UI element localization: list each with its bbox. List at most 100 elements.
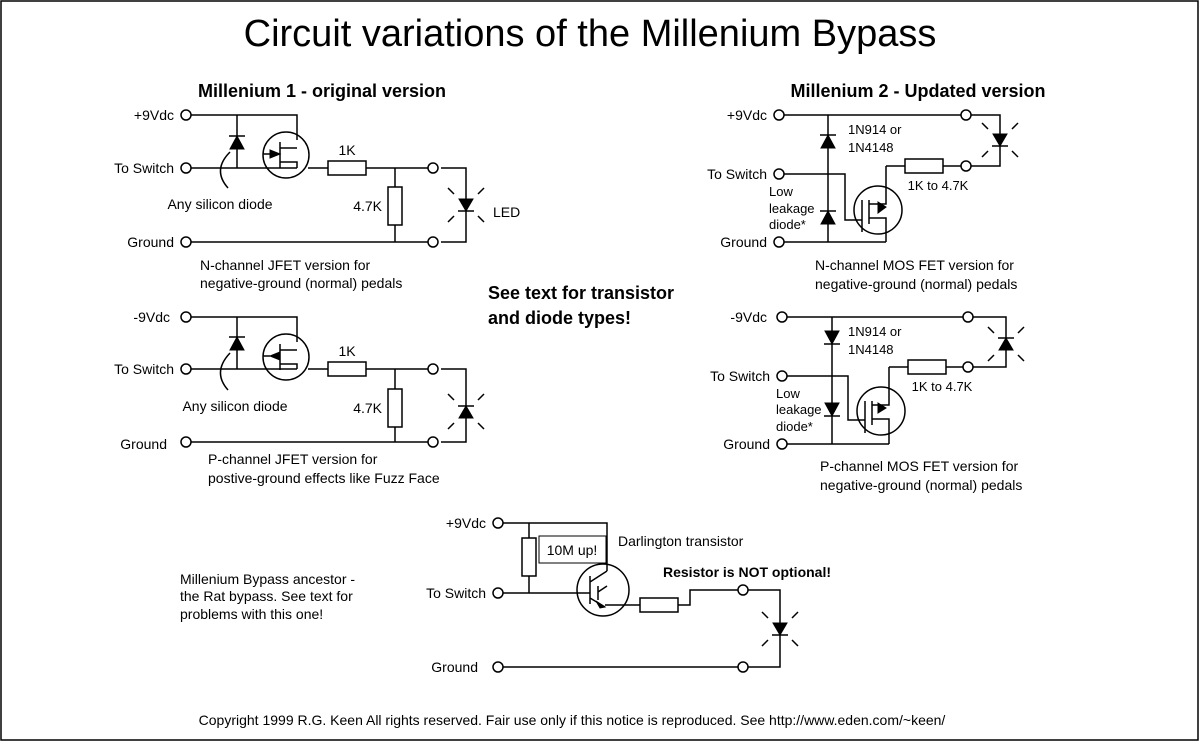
terminal-out-mid[interactable] [960, 160, 972, 172]
terminal-ground[interactable] [776, 438, 788, 450]
label-diode-type-1: 1N914 or [848, 324, 902, 339]
caption-pjfet-1: P-channel JFET version for [208, 451, 378, 467]
label-1k: 1K [338, 343, 356, 359]
low-leakage-diode-symbol [824, 402, 840, 418]
terminal-out-bottom[interactable] [737, 661, 749, 673]
label-ground: Ground [720, 234, 767, 250]
caption-njfet-2: negative-ground (normal) pedals [200, 275, 402, 291]
resistor-range [904, 158, 944, 174]
terminal-out-bottom[interactable] [427, 236, 439, 248]
circuit-rat-bypass: +9Vdc To Switch Ground 10M up! Darlingto… [180, 515, 831, 675]
resistor-4-7k [387, 186, 403, 226]
circuit-n-jfet: +9Vdc To Switch Ground 1K 4.7K LED Any [114, 107, 520, 291]
led-symbol [981, 122, 1019, 158]
label-ground: Ground [127, 234, 174, 250]
jfet-symbol [262, 131, 310, 179]
label-to-switch: To Switch [114, 361, 174, 377]
circuit-p-mosfet: -9Vdc To Switch Ground 1K to 4.7K 1N914 … [710, 309, 1025, 493]
label-pos9: +9Vdc [134, 107, 174, 123]
note-line-1: See text for transistor [488, 283, 674, 303]
led-symbol [987, 326, 1025, 362]
label-led: LED [493, 204, 520, 220]
terminal-out-mid[interactable] [962, 361, 974, 373]
mosfet-symbol [853, 185, 903, 235]
resistor-10m [521, 537, 537, 577]
caption-ancestor-2: the Rat bypass. See text for [180, 588, 353, 604]
page-title: Circuit variations of the Millenium Bypa… [244, 13, 937, 55]
wires [191, 316, 467, 443]
note-line-2: and diode types! [488, 308, 631, 328]
terminal-pos9[interactable] [492, 517, 504, 529]
label-pos9: +9Vdc [446, 515, 486, 531]
diode-symbol [229, 134, 245, 150]
caption-pmos-2: negative-ground (normal) pedals [820, 477, 1022, 493]
resistor-1k [327, 361, 367, 377]
terminal-out-top[interactable] [427, 162, 439, 174]
copyright-notice: Copyright 1999 R.G. Keen All rights rese… [199, 712, 946, 728]
terminal-to-switch[interactable] [180, 162, 192, 174]
terminal-to-switch[interactable] [773, 168, 785, 180]
terminal-out-top[interactable] [427, 363, 439, 375]
mosfet-symbol [856, 386, 906, 436]
label-any-diode: Any silicon diode [167, 196, 272, 212]
caption-ancestor-3: problems with this one! [180, 606, 323, 622]
terminal-neg9[interactable] [776, 311, 788, 323]
label-ground: Ground [120, 436, 167, 452]
caption-pmos-1: P-channel MOS FET version for [820, 458, 1018, 474]
wires [191, 114, 467, 243]
led-symbol [447, 393, 485, 430]
terminal-out-top[interactable] [737, 584, 749, 596]
terminal-to-switch[interactable] [180, 363, 192, 375]
terminal-ground[interactable] [773, 236, 785, 248]
terminal-out-top[interactable] [960, 109, 972, 121]
label-darlington: Darlington transistor [618, 533, 744, 549]
label-diode-star: diode* [769, 217, 806, 232]
diode-pointer-arrow [219, 151, 231, 189]
label-4-7k: 4.7K [353, 198, 382, 214]
label-leakage: leakage [776, 402, 822, 417]
terminal-out-top[interactable] [962, 311, 974, 323]
label-to-switch: To Switch [426, 585, 486, 601]
terminal-out-bottom[interactable] [427, 436, 439, 448]
diode-symbol [824, 330, 840, 346]
terminal-ground[interactable] [492, 661, 504, 673]
terminal-ground[interactable] [180, 436, 192, 448]
caption-nmos-1: N-channel MOS FET version for [815, 257, 1014, 273]
label-to-switch: To Switch [710, 368, 770, 384]
caption-njfet-1: N-channel JFET version for [200, 257, 370, 273]
label-diode-star: diode* [776, 419, 813, 434]
circuit-p-jfet: -9Vdc To Switch Ground 1K 4.7K Any silic… [114, 309, 485, 486]
terminal-neg9[interactable] [180, 311, 192, 323]
led-symbol [447, 187, 485, 223]
terminal-ground[interactable] [180, 236, 192, 248]
label-neg9: -9Vdc [133, 309, 170, 325]
diode-pointer-arrow [219, 352, 231, 391]
darlington-transistor-symbol [576, 563, 630, 617]
diode-symbol [820, 133, 836, 149]
label-ground: Ground [723, 436, 770, 452]
label-neg9: -9Vdc [730, 309, 767, 325]
label-diode-type-2: 1N4148 [848, 342, 894, 357]
label-not-optional: Resistor is NOT optional! [663, 564, 831, 580]
terminal-to-switch[interactable] [776, 370, 788, 382]
label-box-10m [538, 535, 607, 564]
resistor-range [907, 359, 947, 375]
label-ground: Ground [431, 659, 478, 675]
resistor-1k [327, 160, 367, 176]
label-to-switch: To Switch [707, 166, 767, 182]
low-leakage-diode-symbol [820, 209, 836, 225]
diode-symbol [229, 335, 245, 351]
caption-pjfet-2: postive-ground effects like Fuzz Face [208, 470, 440, 486]
label-10m: 10M up! [547, 542, 598, 558]
label-r-range: 1K to 4.7K [908, 178, 969, 193]
terminal-pos9[interactable] [180, 109, 192, 121]
caption-nmos-2: negative-ground (normal) pedals [815, 276, 1017, 292]
label-any-diode: Any silicon diode [182, 398, 287, 414]
terminal-to-switch[interactable] [492, 587, 504, 599]
label-1k: 1K [338, 142, 356, 158]
terminal-pos9[interactable] [773, 109, 785, 121]
label-leakage: leakage [769, 201, 815, 216]
